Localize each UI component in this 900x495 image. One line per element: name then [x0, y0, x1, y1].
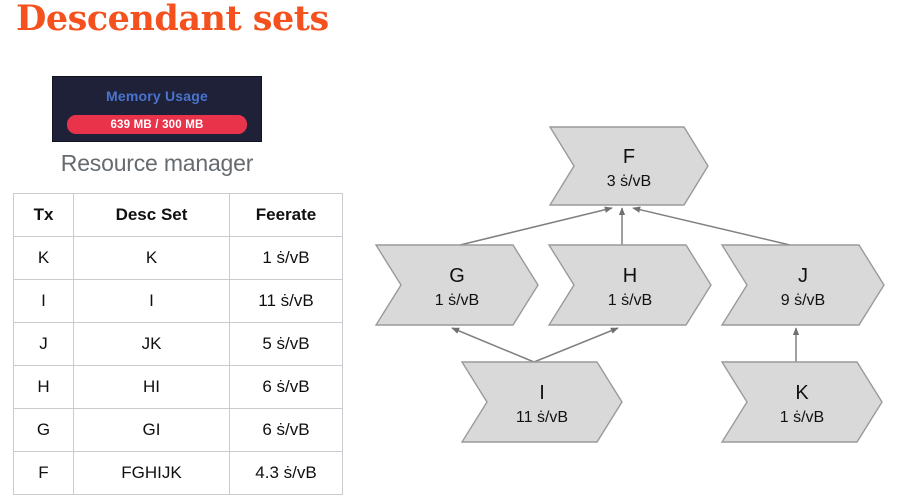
node-chevron-shape	[374, 244, 539, 326]
cell-tx: I	[13, 279, 74, 323]
diagram-node-k[interactable]: K 1 ṡ/vB	[720, 361, 883, 443]
cell-feerate: 4.3 ṡ/vB	[229, 451, 343, 495]
node-label: I	[539, 382, 545, 404]
node-chevron-shape	[720, 361, 883, 443]
diagram-node-h[interactable]: H 1 ṡ/vB	[547, 244, 712, 326]
node-feerate: 1 ṡ/vB	[780, 409, 824, 426]
resource-manager-caption: Resource manager	[60, 150, 254, 176]
diagram-edge-g-to-f	[459, 206, 613, 246]
diagram-node-i[interactable]: I 11 ṡ/vB	[460, 361, 623, 443]
diagram-node-g[interactable]: G 1 ṡ/vB	[374, 244, 539, 326]
column-header-descset: Desc Set	[73, 193, 230, 237]
memory-usage-card: Memory Usage 639 MB / 300 MB	[52, 76, 262, 142]
cell-desc-set: K	[73, 236, 230, 280]
node-label: F	[623, 146, 635, 168]
cell-feerate: 6 ṡ/vB	[229, 408, 343, 452]
page-title: Descendant sets	[16, 0, 329, 39]
node-chevron-shape	[548, 126, 709, 206]
node-label: K	[795, 382, 809, 404]
cell-feerate: 5 ṡ/vB	[229, 322, 343, 366]
cell-desc-set: HI	[73, 365, 230, 409]
memory-usage-title: Memory Usage	[106, 88, 208, 104]
node-chevron-shape	[547, 244, 712, 326]
node-feerate: 11 ṡ/vB	[516, 409, 568, 426]
cell-tx: H	[13, 365, 74, 409]
cell-feerate: 6 ṡ/vB	[229, 365, 343, 409]
cell-tx: G	[13, 408, 74, 452]
column-header-feerate: Feerate	[229, 193, 343, 237]
node-label: G	[449, 265, 465, 287]
diagram-node-j[interactable]: J 9 ṡ/vB	[720, 244, 885, 326]
diagram-node-layer: F 3 ṡ/vB G 1 ṡ/vB H 1 ṡ/vB J 9 ṡ/vB I 11 ṡ/vB K 1 ṡ…	[374, 126, 885, 443]
cell-tx: F	[13, 451, 74, 495]
column-header-tx: Tx	[13, 193, 74, 237]
diagram-node-f[interactable]: F 3 ṡ/vB	[548, 126, 709, 206]
cell-desc-set: GI	[73, 408, 230, 452]
memory-usage-value: 639 MB / 300 MB	[110, 118, 204, 131]
cell-desc-set: FGHIJK	[73, 451, 230, 495]
node-feerate: 9 ṡ/vB	[781, 292, 825, 309]
diagram-edge-i-to-g	[451, 327, 535, 363]
diagram-edge-i-to-h	[533, 327, 619, 363]
cell-tx: J	[13, 322, 74, 366]
node-label: H	[623, 265, 637, 287]
diagram-edge-j-to-f	[632, 206, 791, 246]
node-feerate: 3 ṡ/vB	[607, 173, 651, 190]
node-chevron-shape	[460, 361, 623, 443]
cell-desc-set: JK	[73, 322, 230, 366]
cell-desc-set: I	[73, 279, 230, 323]
node-chevron-shape	[720, 244, 885, 326]
cell-tx: K	[13, 236, 74, 280]
node-feerate: 1 ṡ/vB	[435, 292, 479, 309]
cell-feerate: 11 ṡ/vB	[229, 279, 343, 323]
memory-usage-bar: 639 MB / 300 MB	[67, 115, 247, 134]
node-label: J	[798, 265, 808, 287]
diagram-edge-layer	[451, 206, 800, 363]
cell-feerate: 1 ṡ/vB	[229, 236, 343, 280]
table-header-row: Tx Desc Set Feerate	[13, 193, 343, 237]
node-feerate: 1 ṡ/vB	[608, 292, 652, 309]
